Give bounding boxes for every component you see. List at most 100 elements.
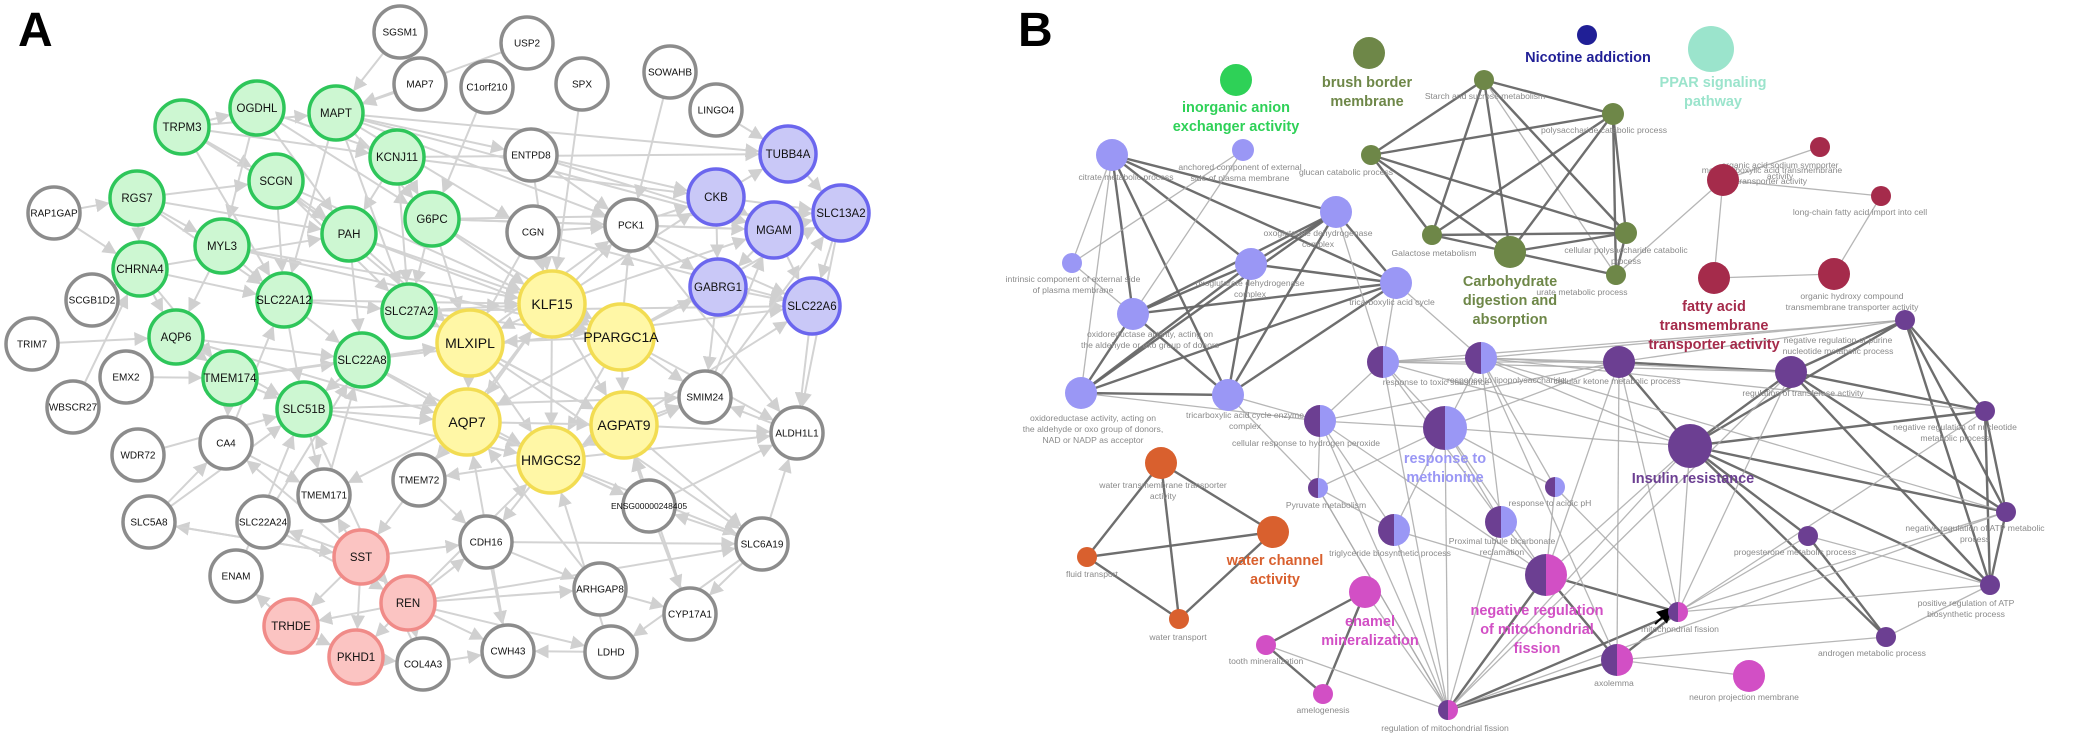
term-node-glucan[interactable] [1361,145,1381,165]
term-node-androgen[interactable] [1876,627,1896,647]
term-node-intrinsic[interactable] [1062,253,1082,273]
term-node-monocarb[interactable] [1707,164,1739,196]
term-node-oxodehydro[interactable] [1235,248,1267,280]
term-node-regmito[interactable] [1438,700,1458,720]
gene-node-gabrg1[interactable]: GABRG1 [688,257,748,317]
gene-node-cyp17a1[interactable]: CYP17A1 [662,586,718,642]
gene-node-entpd8[interactable]: ENTPD8 [503,127,559,183]
term-node-acidic[interactable] [1545,477,1565,497]
term-node-carb[interactable] [1494,236,1526,268]
gene-node-rap1gap[interactable]: RAP1GAP [26,185,82,241]
gene-node-map7[interactable]: MAP7 [392,56,448,112]
term-node-tricarb[interactable] [1380,267,1412,299]
gene-node-tmem72[interactable]: TMEM72 [391,452,447,508]
term-node-enamel[interactable] [1349,576,1381,608]
gene-node-wdr72[interactable]: WDR72 [110,427,166,483]
gene-node-slc22a12[interactable]: SLC22A12 [255,271,313,329]
term-node-oxred2[interactable] [1065,377,1097,409]
gene-node-scgn[interactable]: SCGN [247,152,305,210]
term-node-polysac[interactable] [1602,103,1624,125]
term-node-pyruvate[interactable] [1308,478,1328,498]
term-node-brush[interactable] [1353,37,1385,69]
gene-node-sst[interactable]: SST [332,528,390,586]
gene-node-slc13a2[interactable]: SLC13A2 [811,183,871,243]
gene-node-slc51b[interactable]: SLC51B [275,380,333,438]
term-node-cellketone[interactable] [1603,346,1635,378]
gene-node-tmem171[interactable]: TMEM171 [296,467,352,523]
gene-node-ldhd[interactable]: LDHD [583,624,639,680]
gene-node-slc22a24[interactable]: SLC22A24 [235,494,291,550]
gene-node-ensg00000248405[interactable]: ENSG00000248405 [611,478,687,534]
term-node-organicsym[interactable] [1810,137,1830,157]
gene-node-klf15[interactable]: KLF15 [517,269,587,339]
gene-node-enam[interactable]: ENAM [208,548,264,604]
gene-node-cgn[interactable]: CGN [505,204,561,260]
gene-node-scgb1d2[interactable]: SCGB1D2 [64,272,120,328]
gene-node-slc22a8[interactable]: SLC22A8 [333,331,391,389]
term-node-trigly[interactable] [1378,514,1410,546]
term-node-galactose[interactable] [1422,225,1442,245]
gene-node-usp2[interactable]: USP2 [499,15,555,71]
term-node-fluid[interactable] [1077,547,1097,567]
gene-node-sgsm1[interactable]: SGSM1 [372,4,428,60]
term-node-oxodep[interactable] [1320,196,1352,228]
gene-node-pck1[interactable]: PCK1 [603,197,659,253]
term-node-ppar[interactable] [1688,26,1734,72]
gene-node-smim24[interactable]: SMIM24 [677,369,733,425]
gene-node-hmgcs2[interactable]: HMGCS2 [516,425,586,495]
term-node-negpurine[interactable] [1895,310,1915,330]
term-node-cellresp[interactable] [1304,405,1336,437]
term-node-insulin[interactable] [1668,424,1712,468]
gene-node-myl3[interactable]: MYL3 [193,217,251,275]
gene-node-pkhd1[interactable]: PKHD1 [327,628,385,686]
gene-node-sowahb[interactable]: SOWAHB [642,44,698,100]
gene-node-kcnj11[interactable]: KCNJ11 [368,128,426,186]
gene-node-spx[interactable]: SPX [554,56,610,112]
gene-node-arhgap8[interactable]: ARHGAP8 [572,561,628,617]
term-node-mitofiss[interactable] [1668,602,1688,622]
gene-node-agpat9[interactable]: AGPAT9 [589,390,659,460]
gene-node-slc5a8[interactable]: SLC5A8 [121,494,177,550]
gene-node-slc27a2[interactable]: SLC27A2 [380,282,438,340]
gene-node-emx2[interactable]: EMX2 [98,349,154,405]
term-node-tooth[interactable] [1256,635,1276,655]
term-node-cellpoly[interactable] [1615,222,1637,244]
gene-node-mgam[interactable]: MGAM [744,200,804,260]
gene-node-mapt[interactable]: MAPT [307,84,365,142]
gene-node-aqp6[interactable]: AQP6 [147,308,205,366]
term-node-water[interactable] [1169,609,1189,629]
term-node-starch[interactable] [1474,70,1494,90]
term-node-tcaenz[interactable] [1212,379,1244,411]
term-node-inorganic[interactable] [1220,64,1252,96]
term-node-mito[interactable] [1525,554,1567,596]
gene-node-rgs7[interactable]: RGS7 [108,169,166,227]
term-node-negnuc[interactable] [1975,401,1995,421]
term-node-resptox[interactable] [1367,346,1399,378]
gene-node-aldh1l1[interactable]: ALDH1L1 [769,405,825,461]
term-node-oxred1[interactable] [1117,298,1149,330]
gene-node-ca4[interactable]: CA4 [198,415,254,471]
term-node-posatp[interactable] [1980,575,2000,595]
gene-node-ogdhl[interactable]: OGDHL [228,79,286,137]
gene-node-ppargc1a[interactable]: PPARGC1A [583,302,659,372]
term-node-axolemma[interactable] [1601,644,1633,676]
gene-node-g6pc[interactable]: G6PC [403,190,461,248]
gene-node-trhde[interactable]: TRHDE [262,597,320,655]
gene-node-tmem174[interactable]: TMEM174 [201,349,259,407]
term-node-regtrans[interactable] [1775,356,1807,388]
term-node-citrate[interactable] [1096,139,1128,171]
gene-node-slc22a6[interactable]: SLC22A6 [782,276,842,336]
term-node-progest[interactable] [1798,526,1818,546]
term-node-organichyd[interactable] [1818,258,1850,290]
gene-node-ren[interactable]: REN [379,574,437,632]
gene-node-trpm3[interactable]: TRPM3 [153,98,211,156]
term-node-lipopoly[interactable] [1465,342,1497,374]
term-node-anchored[interactable] [1232,139,1254,161]
gene-node-cwh43[interactable]: CWH43 [480,623,536,679]
term-node-water[interactable] [1257,516,1289,548]
term-node-proximal[interactable] [1485,506,1517,538]
term-node-amelo[interactable] [1313,684,1333,704]
gene-node-aqp7[interactable]: AQP7 [432,387,502,457]
gene-node-slc6a19[interactable]: SLC6A19 [734,516,790,572]
gene-node-pah[interactable]: PAH [320,205,378,263]
